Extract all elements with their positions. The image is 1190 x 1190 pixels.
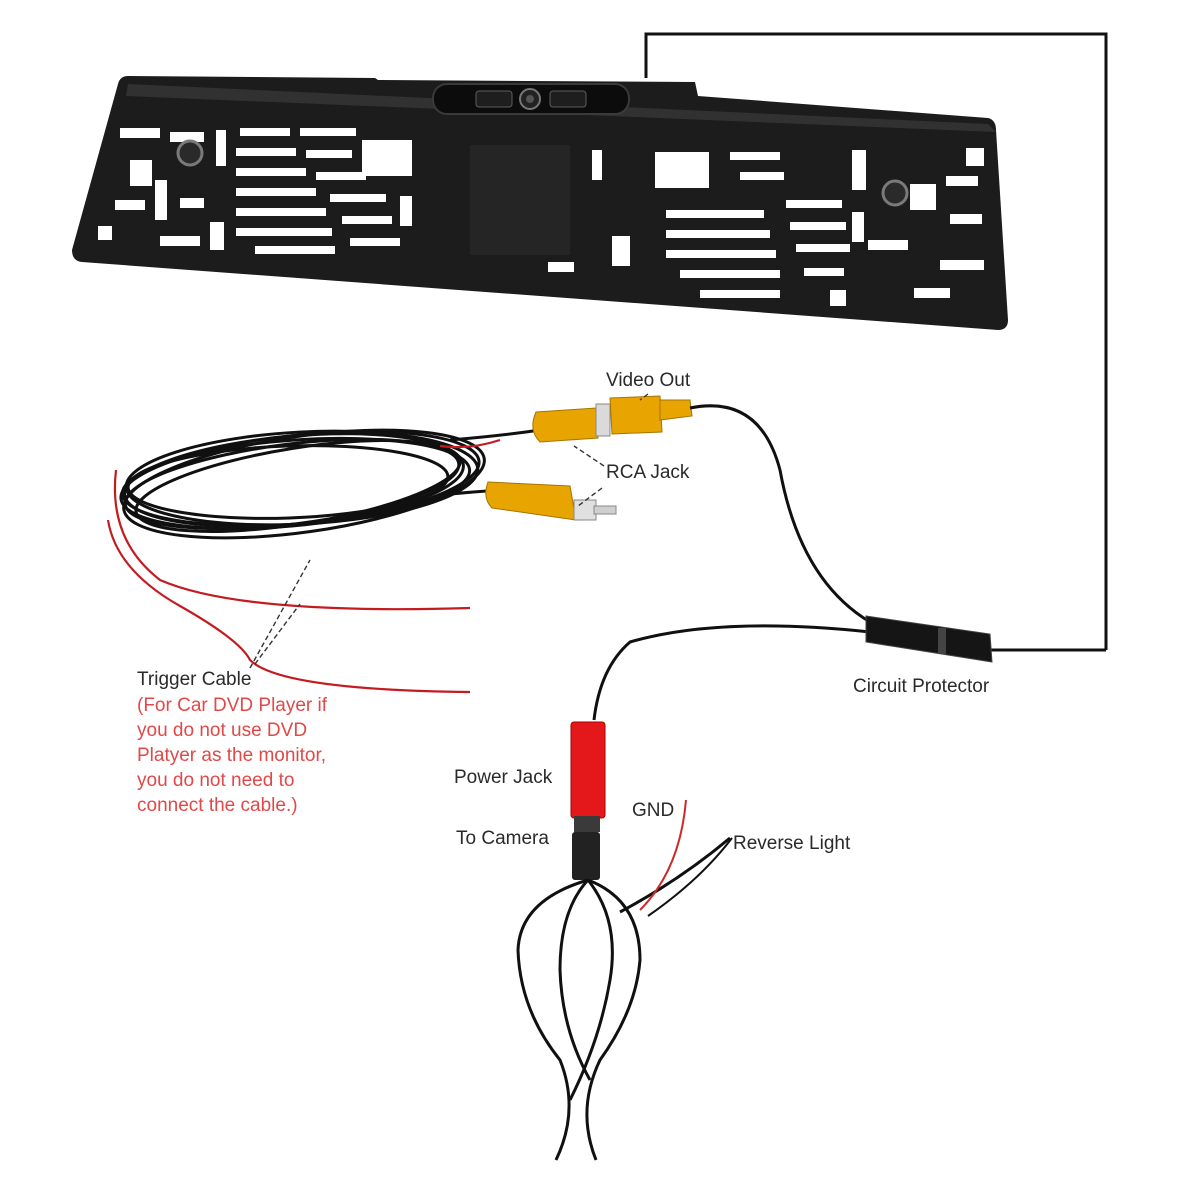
- trigger-note-line: you do not use DVD: [137, 720, 308, 741]
- trigger-note-line: (For Car DVD Player if: [137, 695, 328, 716]
- camera-module: [432, 83, 630, 115]
- trigger-cable-note: (For Car DVD Player if you do not use DV…: [137, 693, 377, 818]
- circuit-protector-label: Circuit Protector: [853, 676, 990, 697]
- callout-lines: [249, 393, 649, 669]
- circuit-protector-module: [865, 615, 993, 663]
- trigger-wire: [106, 438, 501, 694]
- trigger-note-line: you do not need to: [137, 770, 295, 791]
- power-jack-label: Power Jack: [454, 767, 553, 788]
- camera-link-bracket: [644, 32, 1108, 650]
- trigger-cable-label: Trigger Cable: [137, 669, 252, 690]
- trigger-note-line: Platyer as the monitor,: [137, 745, 327, 766]
- rca-jack-label: RCA Jack: [606, 462, 690, 483]
- rca-jack-connector: [485, 481, 617, 521]
- gnd-reverse-wires: [639, 799, 733, 917]
- license-plate-frame: [72, 76, 1008, 330]
- power-cable-loop: [516, 836, 731, 1161]
- harness-cables: [592, 404, 1106, 721]
- coiled-video-cable: [119, 428, 541, 540]
- video-out-connector: [532, 395, 693, 443]
- trigger-note-line: connect the cable.): [137, 795, 298, 816]
- gnd-label: GND: [632, 800, 675, 821]
- to-camera-label: To Camera: [456, 828, 549, 849]
- reverse-light-label: Reverse Light: [733, 833, 851, 854]
- video-out-label: Video Out: [606, 370, 691, 391]
- power-jack-connector: [570, 721, 606, 880]
